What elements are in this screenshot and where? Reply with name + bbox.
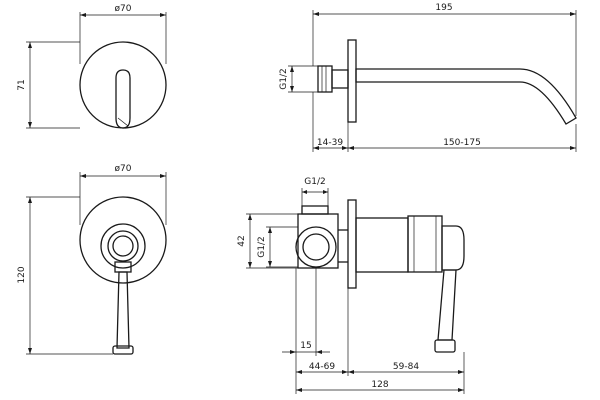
mixer-lever xyxy=(116,271,130,349)
dim-body-thread-top: G1/2 xyxy=(304,177,325,187)
dim-spout-plate-height: 71 xyxy=(17,79,27,90)
spout-wall-plate xyxy=(347,39,357,123)
spout-outlet xyxy=(115,69,131,129)
mixer-cartridge xyxy=(112,235,134,257)
mixer-side-lever xyxy=(437,269,457,341)
spout-arm xyxy=(355,68,577,125)
spout-thread-connector xyxy=(317,65,333,93)
mixer-side-inlet xyxy=(295,226,337,268)
mixer-sleeve xyxy=(355,217,409,273)
dim-mixer-plate-diameter: ø70 xyxy=(115,164,132,174)
dim-spout-length: 195 xyxy=(435,3,452,13)
dim-handle-projection-range: 59-84 xyxy=(393,362,419,372)
mixer-cover-plate xyxy=(79,196,167,284)
mixer-grip xyxy=(407,215,443,273)
mixer-cap xyxy=(441,225,465,271)
dim-spout-projection-range: 150-175 xyxy=(443,138,481,148)
mixer-front-view: ø70 120 xyxy=(17,164,167,355)
mixer-side-view: G1/2 42 G1/2 15 44-69 59-84 xyxy=(237,177,465,394)
dim-body-offset: 15 xyxy=(300,341,311,351)
spout-side-view: 195 G1/2 14-39 150-175 xyxy=(279,3,577,152)
mixer-wall-plate xyxy=(347,199,357,289)
dim-spout-plate-diameter: ø70 xyxy=(115,4,132,14)
spout-cover-plate xyxy=(79,41,167,129)
mixer-lever-tip xyxy=(112,345,134,355)
spout-front-view: ø70 71 xyxy=(17,4,167,129)
dim-total-depth: 128 xyxy=(371,380,388,390)
dim-body-size: 42 xyxy=(237,235,247,246)
dim-body-depth-range: 44-69 xyxy=(309,362,335,372)
dim-body-thread-side: G1/2 xyxy=(257,236,267,257)
mixer-body-ring xyxy=(100,223,146,269)
dim-spout-wall-range: 14-39 xyxy=(317,138,343,148)
dim-mixer-height: 120 xyxy=(17,266,27,283)
mixer-top-connector xyxy=(301,205,329,215)
mixer-side-lever-tip xyxy=(434,339,456,353)
dim-spout-thread: G1/2 xyxy=(279,68,289,89)
